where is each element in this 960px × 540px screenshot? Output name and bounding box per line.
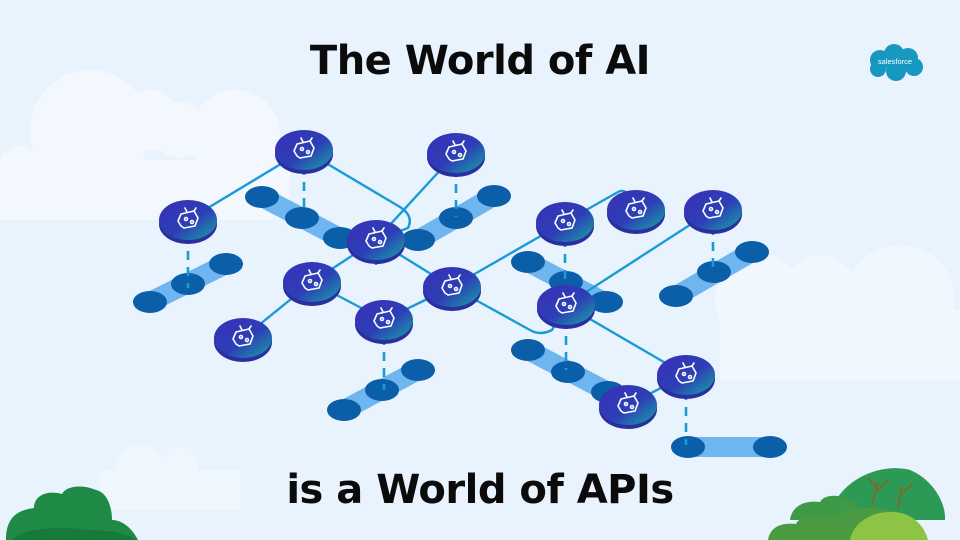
connector-line xyxy=(450,285,568,335)
agent-node[interactable] xyxy=(347,220,405,264)
api-endpoint[interactable] xyxy=(735,241,769,263)
cloud-right xyxy=(715,245,960,380)
background-clouds xyxy=(0,70,960,510)
api-endpoint[interactable] xyxy=(133,291,167,313)
robot-head-icon xyxy=(445,140,467,162)
robot-head-icon xyxy=(617,392,639,414)
robot-head-icon xyxy=(373,307,395,329)
api-endpoint[interactable] xyxy=(477,185,511,207)
agent-nodes xyxy=(159,130,742,429)
api-track xyxy=(671,436,787,458)
agent-node[interactable] xyxy=(427,133,485,177)
salesforce-logo xyxy=(870,44,923,81)
api-endpoint[interactable] xyxy=(551,361,585,383)
slide-title-bottom: is a World of APIs xyxy=(286,467,674,513)
robot-head-icon xyxy=(554,209,576,231)
agent-node[interactable] xyxy=(214,318,272,362)
robot-head-icon xyxy=(675,362,697,384)
api-endpoint[interactable] xyxy=(659,285,693,307)
robot-head-icon xyxy=(441,274,463,296)
robot-head-icon xyxy=(625,197,647,219)
api-endpoint[interactable] xyxy=(245,186,279,208)
api-track xyxy=(401,185,511,251)
robot-head-icon xyxy=(232,325,254,347)
brand-logo-text: salesforce xyxy=(877,57,913,66)
brand-logo: salesforce xyxy=(866,44,924,80)
robot-head-icon xyxy=(555,292,577,314)
robot-head-icon xyxy=(702,197,724,219)
agent-node[interactable] xyxy=(657,355,715,399)
agent-node[interactable] xyxy=(536,202,594,246)
api-track xyxy=(245,186,357,249)
agent-node[interactable] xyxy=(159,200,217,244)
agent-node[interactable] xyxy=(423,267,481,311)
api-track xyxy=(659,241,769,307)
robot-head-icon xyxy=(365,227,387,249)
api-endpoint[interactable] xyxy=(401,229,435,251)
bush-right xyxy=(768,468,946,540)
agent-node[interactable] xyxy=(607,190,665,234)
agent-node[interactable] xyxy=(275,130,333,174)
agent-node[interactable] xyxy=(283,262,341,306)
api-endpoint[interactable] xyxy=(511,251,545,273)
api-track xyxy=(327,359,435,421)
robot-head-icon xyxy=(301,269,323,291)
api-endpoint[interactable] xyxy=(209,253,243,275)
api-endpoint[interactable] xyxy=(439,207,473,229)
robot-head-icon xyxy=(177,207,199,229)
cloud-left xyxy=(0,70,290,220)
connector-line xyxy=(302,148,411,242)
agent-node[interactable] xyxy=(684,190,742,234)
api-endpoint[interactable] xyxy=(697,261,731,283)
api-endpoint[interactable] xyxy=(401,359,435,381)
api-endpoint[interactable] xyxy=(285,207,319,229)
bush-left xyxy=(6,486,138,540)
robot-head-icon xyxy=(293,137,315,159)
api-endpoint[interactable] xyxy=(671,436,705,458)
connector-line xyxy=(564,208,715,307)
agent-node[interactable] xyxy=(355,300,413,344)
api-endpoint[interactable] xyxy=(511,339,545,361)
api-endpoint[interactable] xyxy=(753,436,787,458)
api-tracks xyxy=(133,185,787,458)
cloud-bottom xyxy=(100,445,240,510)
api-endpoint[interactable] xyxy=(589,291,623,313)
agent-node[interactable] xyxy=(599,385,657,429)
api-endpoint[interactable] xyxy=(327,399,361,421)
api-endpoint[interactable] xyxy=(365,379,399,401)
slide-title-top: The World of AI xyxy=(309,38,651,84)
agent-node[interactable] xyxy=(537,285,595,329)
